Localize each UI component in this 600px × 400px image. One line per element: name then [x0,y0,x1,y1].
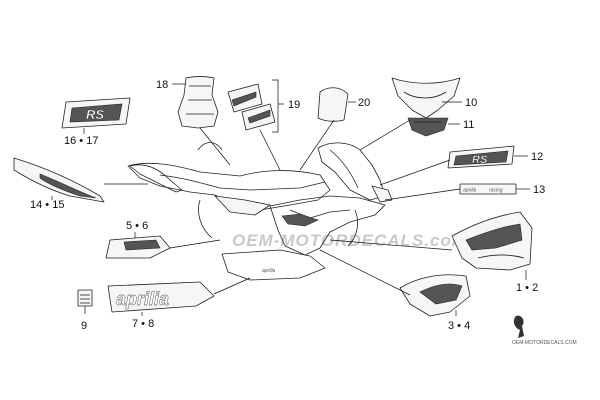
part-9-small-tag [77,289,93,307]
callout-16-17: 16 • 17 [64,135,98,147]
callout-12: 12 [531,151,543,163]
part-18-tank-pad [177,76,219,129]
central-leaders [199,119,461,296]
callout-3-4: 3 • 4 [448,320,470,332]
rs-logo-right: RS [472,154,488,166]
part-19-tank-decals [227,83,276,131]
part-16-17-rs-decal: RS [61,97,131,129]
callout-1-2: 1 • 2 [516,282,538,294]
part-7-8-aprilia-decal: aprilia [107,281,215,313]
part-5-6-side-decal [105,235,171,259]
rs-logo-left: RS [86,107,104,122]
part-11-nose-decal [407,117,449,137]
bellypan-aprilia-text: aprilia [262,268,276,274]
part-12-rs-decal: RS [447,145,515,169]
callout-13: 13 [533,184,545,196]
corner-brand-text: OEM-MOTORDECALS.COM [512,340,577,346]
callout-11: 11 [463,119,474,131]
bracket-19 [272,79,284,133]
part-10-front-nose [391,77,461,119]
motorcycle-outline: aprilia [127,142,393,281]
callout-5-6: 5 • 6 [126,220,148,232]
decal-13-aprilia: aprilia [463,188,477,194]
callout-10: 10 [465,97,477,109]
callout-9: 9 [81,320,87,332]
part-20-windshield [317,87,349,122]
aprilia-logo-7-8: aprilia [116,289,169,309]
callout-7-8: 7 • 8 [132,318,154,330]
callout-14-15: 14 • 15 [30,199,64,211]
callout-19: 19 [288,99,300,111]
watermark-text: OEM-MOTORDECALS.com [232,231,468,250]
part-3-4-lower-decal [399,274,471,317]
corner-brand-logo [513,315,524,338]
callout-20: 20 [358,97,370,109]
part-1-2-side-panel [451,211,533,271]
callout-18: 18 [156,79,168,91]
leader-5-6-b [169,239,221,249]
decal-13-racing: racing [489,188,503,194]
part-13-aprilia-racing: aprilia racing [459,183,517,195]
part-14-15-tail-panel [13,157,105,203]
